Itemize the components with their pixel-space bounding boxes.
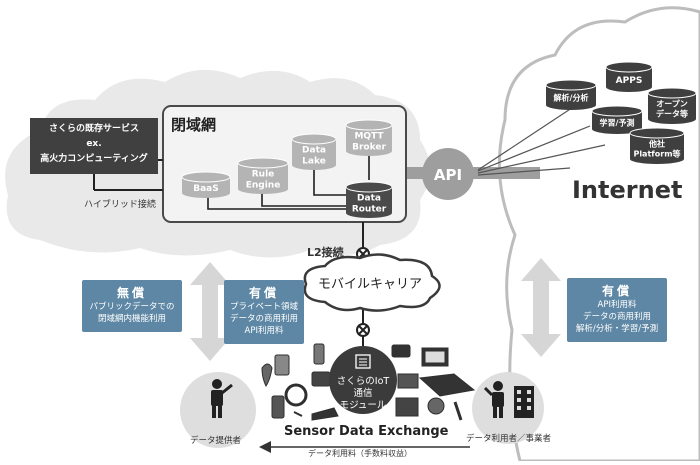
network-link	[207, 196, 370, 210]
other-platform-cylinder	[630, 133, 684, 164]
paid-left-line: プライベート領域	[229, 302, 298, 312]
paid-right-line: API利用料	[597, 300, 637, 310]
l2-label: L2接続	[307, 246, 344, 259]
open-data-cylinder	[648, 93, 696, 124]
data-lake-label: Data	[302, 146, 326, 156]
other-platform-label: 他社	[648, 139, 665, 149]
db-nodes: BaaSRuleEngineDataLakeMQTTBrokerDataRout…	[181, 61, 697, 218]
mobile-carrier-cloud	[303, 253, 441, 312]
paid-left-line: API利用料	[244, 326, 284, 336]
apps-node: APPS	[605, 61, 653, 92]
hybrid-label: ハイブリッド接続	[84, 200, 156, 210]
paid-right-title: 有償	[601, 284, 632, 298]
paid-right-box: 有償 API利用料 データの商用利用 解析/分析・学習/予測	[567, 278, 667, 342]
provider-label: データ提供者	[190, 436, 242, 446]
other-platform-label: Platform等	[633, 149, 680, 159]
analysis-node: 解析/分析	[545, 79, 597, 110]
api-label: API	[434, 166, 462, 184]
mqtt-broker-label: Broker	[352, 143, 386, 153]
free-line: 閉域網内機能利用	[97, 314, 166, 324]
data-lake-label: Lake	[302, 157, 326, 167]
learning-cylinder-top	[591, 105, 643, 117]
open-data-label: データ等	[656, 109, 688, 119]
paid-right-line: データの商用利用	[582, 312, 651, 322]
free-title: 無償	[116, 286, 147, 300]
free-box: 無償 パブリックデータでの 閉域網内機能利用	[82, 280, 182, 332]
analysis-label: 解析/分析	[554, 93, 589, 103]
baas-label: BaaS	[193, 184, 219, 194]
building-icon	[514, 386, 534, 418]
api-node	[422, 148, 474, 200]
data-router-label: Router	[352, 205, 387, 215]
mqtt-broker-cylinder	[346, 125, 392, 156]
mqtt-broker-label: MQTT	[354, 132, 384, 142]
free-line: パブリックデータでの	[89, 302, 175, 312]
paid-left-title: 有償	[248, 286, 279, 300]
user-person-icon	[483, 381, 504, 418]
rule-engine-cylinder	[238, 163, 288, 194]
apps-label: APPS	[616, 76, 643, 86]
existing-services-line: さくらの既存サービス	[48, 124, 139, 134]
paid-left-box: 有償 プライベート領域 データの商用利用 API利用料	[224, 280, 304, 344]
open-data-cylinder-top	[647, 87, 697, 99]
baas-cylinder	[182, 177, 230, 198]
rule-engine-label: Rule	[252, 170, 275, 180]
api-link-line	[477, 167, 571, 176]
data-router-label: Data	[357, 194, 381, 204]
left-double-arrow	[190, 262, 230, 361]
module-line-3: モジュール	[340, 400, 387, 411]
data-router-cylinder	[346, 187, 392, 218]
module-line-2: 通信	[353, 387, 372, 399]
apps-cylinder	[606, 67, 652, 92]
analysis-cylinder	[546, 85, 596, 110]
learning-cylinder	[592, 111, 642, 134]
rule-engine-cylinder-top	[237, 157, 289, 169]
user-label: データ利用者／事業者	[466, 434, 552, 444]
provider-person-icon	[211, 379, 233, 418]
learning-label: 学習/予測	[600, 118, 635, 128]
api-link-line	[477, 125, 591, 172]
learning-node: 学習/予測	[591, 105, 643, 134]
internet-label: Internet	[572, 176, 682, 204]
baas-cylinder-top	[181, 171, 231, 183]
rule-engine-label: Engine	[246, 181, 281, 191]
mqtt-broker-cylinder-top	[345, 119, 393, 131]
module-line-1: さくらのIoT	[337, 376, 390, 387]
mobile-carrier-label: モバイルキャリア	[318, 277, 422, 292]
right-double-arrow	[521, 258, 561, 357]
existing-services-line: ex.	[86, 139, 102, 149]
paid-right-line: 解析/分析・学習/予測	[575, 324, 659, 334]
network-link	[313, 168, 348, 196]
fee-label: データ利用料（手数料収益）	[308, 449, 412, 458]
open-data-label: オープン	[656, 99, 688, 109]
iot-module	[329, 346, 397, 414]
analysis-cylinder-top	[545, 79, 597, 91]
other-platform-cylinder-top	[629, 127, 685, 139]
api-link-line	[477, 144, 606, 174]
existing-services-line: 高火力コンピューティング	[40, 154, 148, 164]
baas-node: BaaS	[181, 171, 231, 198]
network-link	[261, 192, 350, 207]
closed-network-title: 閉域網	[171, 116, 216, 134]
data-lake-cylinder	[292, 139, 336, 170]
device-icons	[261, 343, 476, 421]
sim-icon	[355, 354, 371, 369]
existing-services-box: さくらの既存サービス ex. 高火力コンピューティング	[30, 118, 158, 174]
paid-left-line: データの商用利用	[229, 314, 298, 324]
data-lake-cylinder-top	[291, 133, 337, 145]
data-router-cylinder-top	[345, 181, 393, 193]
apps-cylinder-top	[605, 61, 653, 73]
sensor-exchange-label: Sensor Data Exchange	[284, 424, 449, 439]
